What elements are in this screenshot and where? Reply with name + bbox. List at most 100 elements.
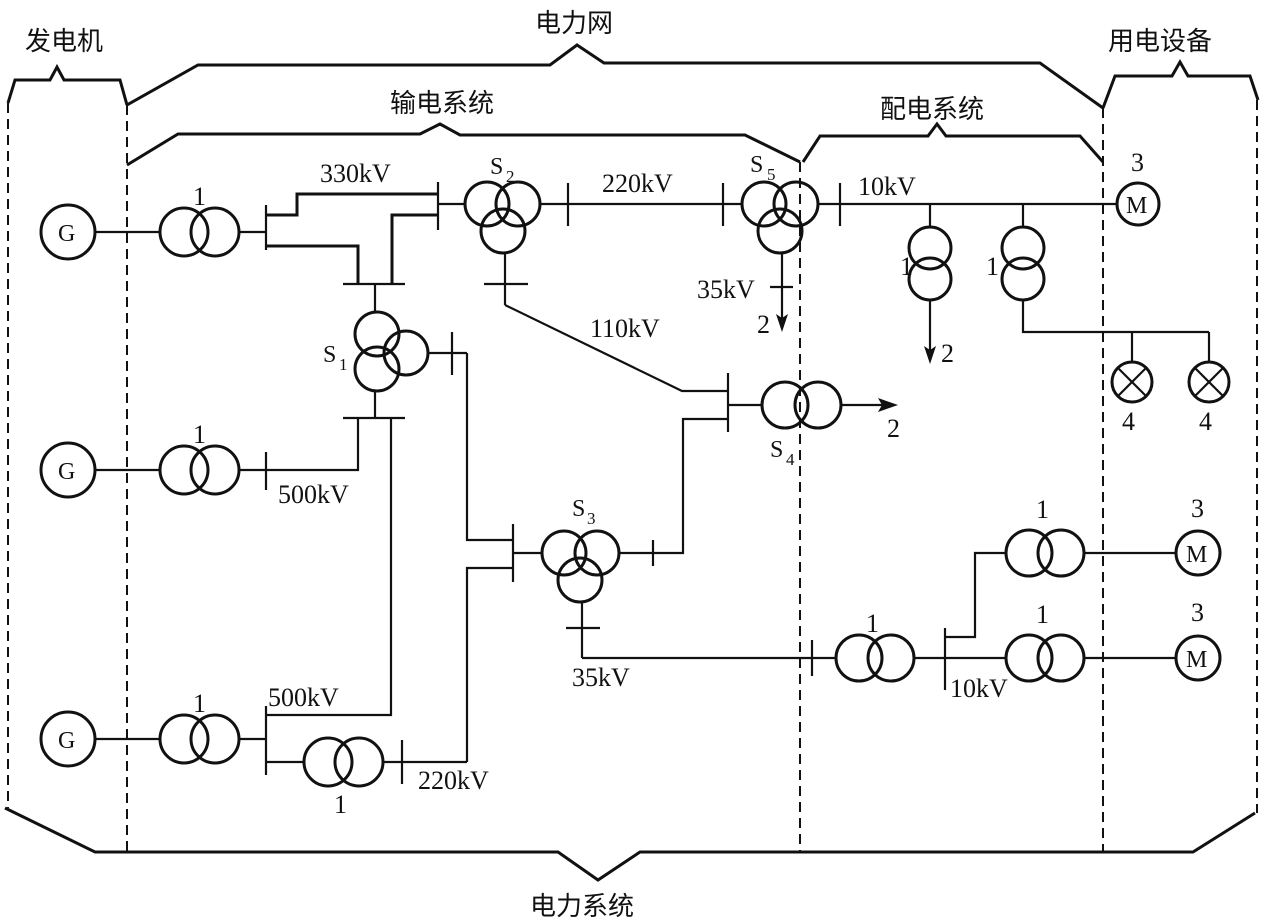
region-boundaries bbox=[7, 100, 1258, 852]
substation-index: 5 bbox=[767, 165, 776, 184]
transformer-icon bbox=[573, 529, 621, 577]
motor-label: 3 bbox=[1131, 148, 1144, 177]
transformer-icon bbox=[479, 207, 527, 255]
arrow-down-icon bbox=[924, 346, 936, 364]
bottom-step-up: 1 500kV 1 220kV bbox=[95, 566, 513, 819]
transformer-icon bbox=[740, 180, 788, 228]
generator-bottom: G bbox=[39, 710, 97, 768]
transformer-icon bbox=[158, 444, 210, 496]
transformer-icon bbox=[1004, 633, 1054, 683]
generator-middle: G bbox=[39, 441, 97, 499]
transformer-icon bbox=[333, 736, 385, 788]
transformer-label: 1 bbox=[334, 790, 347, 819]
top-step-up: 1 330kV bbox=[95, 159, 440, 284]
bracket-consumers bbox=[1101, 58, 1260, 109]
label-generator: 发电机 bbox=[25, 27, 103, 57]
arrow-down-icon bbox=[776, 314, 788, 332]
motor-icon bbox=[1174, 634, 1222, 682]
dist-lower: 1 10kV 1 1 bbox=[810, 495, 1175, 703]
transformer-label: 1 bbox=[193, 689, 206, 718]
motor-symbol: M bbox=[1186, 647, 1207, 673]
voltage-110kv: 110kV bbox=[590, 314, 660, 343]
generator-symbol: G bbox=[58, 728, 75, 754]
motor-icon bbox=[1174, 529, 1222, 577]
voltage-10kv-bottom: 10kV bbox=[950, 674, 1008, 703]
transformer-icon bbox=[494, 180, 542, 228]
motor-bottom: M 3 bbox=[1174, 598, 1222, 682]
motor-label: 3 bbox=[1191, 494, 1204, 523]
transformer-icon bbox=[866, 633, 916, 683]
transformer-icon bbox=[189, 713, 241, 765]
bracket-generator bbox=[6, 63, 129, 106]
motor-symbol: M bbox=[1126, 193, 1147, 219]
transformer-icon bbox=[463, 180, 511, 228]
substation-s3: S 3 35kV bbox=[511, 496, 835, 692]
load-label: 2 bbox=[941, 339, 954, 368]
motor-top: M 3 bbox=[1115, 148, 1161, 227]
transformer-icon bbox=[158, 206, 210, 258]
bracket-power-grid bbox=[126, 43, 1104, 110]
transformer-icon bbox=[158, 713, 210, 765]
voltage-220kv-bottom: 220kV bbox=[418, 766, 489, 795]
substation-letter: S bbox=[750, 152, 763, 178]
bracket-power-system bbox=[4, 806, 1256, 882]
transformer-icon bbox=[353, 310, 401, 358]
arrow-right-icon bbox=[878, 398, 898, 412]
substation-letter: S bbox=[490, 154, 503, 180]
voltage-500kv-bottom: 500kV bbox=[268, 683, 339, 712]
label-power-system: 电力系统 bbox=[530, 892, 634, 922]
transformer-label: 1 bbox=[900, 252, 913, 281]
label-distribution: 配电系统 bbox=[880, 95, 984, 125]
motor-symbol: M bbox=[1186, 542, 1207, 568]
transformer-label: 1 bbox=[866, 609, 879, 638]
transformer-icon bbox=[756, 207, 804, 255]
dist-transformer-b: 1 bbox=[986, 204, 1211, 362]
voltage-500kv-middle: 500kV bbox=[278, 480, 349, 509]
substation-letter: S bbox=[323, 342, 336, 368]
transformer-label: 1 bbox=[193, 420, 206, 449]
transformer-icon bbox=[772, 180, 820, 228]
dist-transformer-a: 1 2 bbox=[900, 204, 954, 368]
lamp-icon bbox=[1187, 360, 1231, 404]
transformer-icon bbox=[1004, 528, 1054, 578]
transformer-icon bbox=[556, 556, 604, 604]
transformer-icon bbox=[793, 380, 843, 430]
transformer-icon bbox=[760, 380, 810, 430]
generator-symbol: G bbox=[58, 221, 75, 247]
motor-middle: M 3 bbox=[1174, 494, 1222, 577]
substation-s2: S 2 220kV 110kV bbox=[438, 154, 728, 393]
transformer-label: 1 bbox=[1036, 495, 1049, 524]
bracket-transmission bbox=[126, 122, 801, 167]
bracket-distribution bbox=[801, 121, 1105, 163]
transformer-icon bbox=[907, 256, 953, 302]
transformer-icon bbox=[189, 206, 241, 258]
label-power-grid: 电力网 bbox=[535, 9, 613, 39]
transformer-icon bbox=[1036, 633, 1086, 683]
transformer-icon bbox=[834, 633, 884, 683]
voltage-35kv-s5: 35kV bbox=[697, 275, 755, 304]
voltage-10kv-top: 10kV bbox=[858, 172, 916, 201]
transformer-icon bbox=[189, 444, 241, 496]
substation-index: 2 bbox=[506, 167, 515, 186]
voltage-330kv: 330kV bbox=[320, 159, 391, 188]
load-label: 2 bbox=[887, 414, 900, 443]
transformer-icon bbox=[1000, 256, 1046, 302]
transformer-icon bbox=[540, 529, 588, 577]
transformer-label: 1 bbox=[193, 182, 206, 211]
lamp-label: 4 bbox=[1199, 407, 1212, 436]
substation-index: 3 bbox=[587, 509, 596, 528]
middle-step-up: 1 500kV bbox=[95, 420, 349, 509]
transformer-label: 1 bbox=[986, 252, 999, 281]
substation-letter: S bbox=[770, 437, 783, 463]
region-brackets bbox=[4, 43, 1260, 882]
transformer-icon bbox=[302, 736, 354, 788]
generator-top: G bbox=[39, 203, 97, 261]
substation-s4: 2 S 4 bbox=[620, 373, 900, 555]
substation-letter: S bbox=[572, 496, 585, 522]
transformer-icon bbox=[1036, 528, 1086, 578]
transformer-icon bbox=[353, 345, 401, 393]
substation-index: 4 bbox=[786, 450, 795, 469]
generator-symbol: G bbox=[58, 459, 75, 485]
lamp-icon bbox=[1110, 360, 1154, 404]
